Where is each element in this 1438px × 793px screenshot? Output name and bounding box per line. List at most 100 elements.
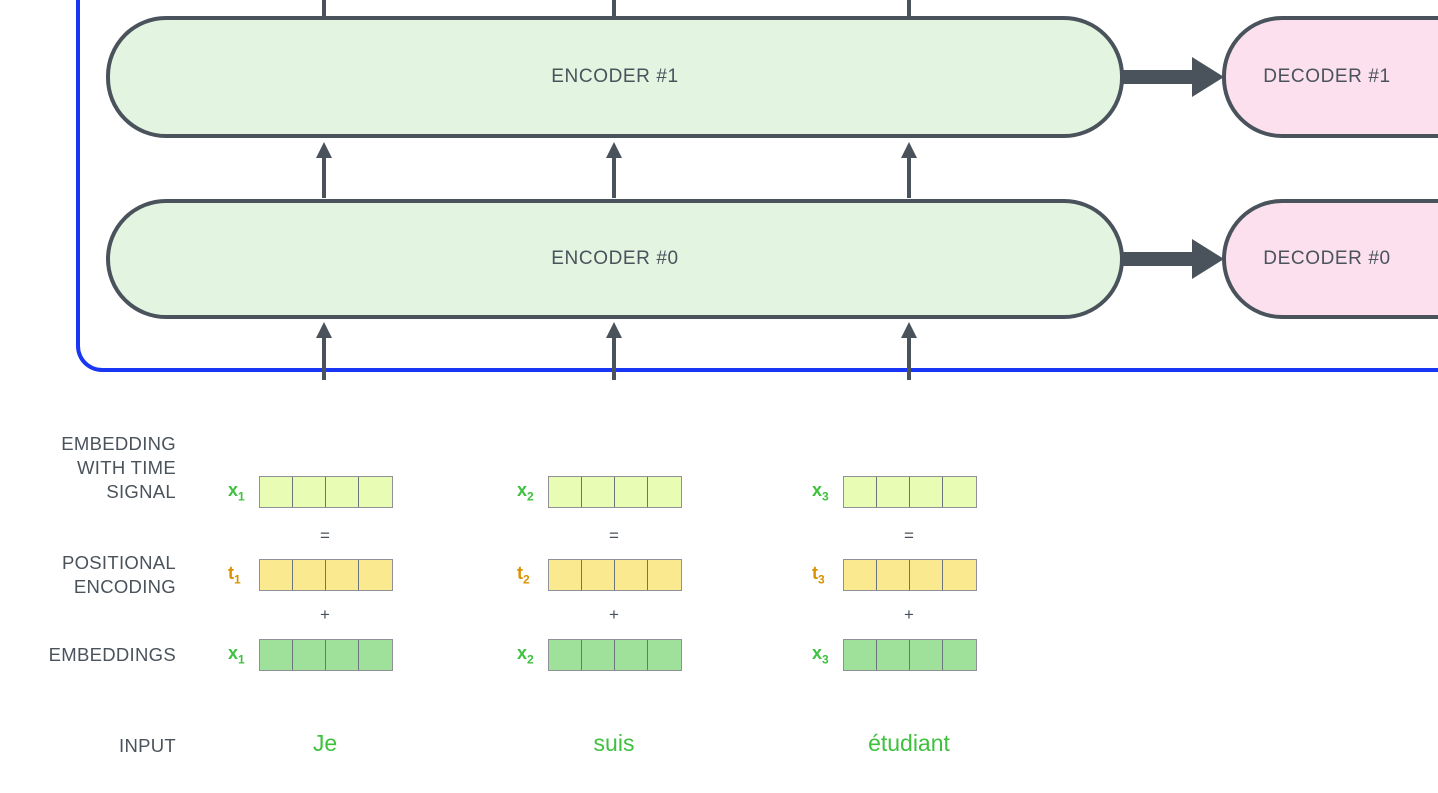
vector-time-signal-2 (548, 476, 682, 508)
vector-tag-index: 1 (238, 489, 245, 504)
vector-embeddings-3 (843, 639, 977, 671)
embedding-to-encoder0-arrow-1 (316, 322, 332, 380)
vector-tag-index: 1 (234, 572, 241, 587)
row-label-line-3: SIGNAL (106, 481, 176, 502)
vector-tag-letter: t (228, 563, 234, 583)
vector-embeddings-2 (548, 639, 682, 671)
vector-tag-time-signal-2: x2 (517, 480, 534, 504)
vector-tag-letter: x (228, 480, 239, 500)
vector-tag-positional-3: t3 (812, 563, 825, 587)
vector-tag-letter: x (812, 480, 823, 500)
input-word-3: étudiant (868, 730, 950, 756)
vector-cell (943, 477, 976, 507)
vector-cell (648, 560, 681, 590)
vector-tag-index: 3 (822, 652, 829, 667)
encoder-block-0-label: ENCODER #0 (551, 248, 679, 269)
vector-cell (582, 560, 615, 590)
row-label-line-1: EMBEDDING (61, 433, 176, 454)
vector-cell (910, 477, 943, 507)
vector-tag-letter: x (228, 643, 239, 663)
vector-tag-positional-2: t2 (517, 563, 530, 587)
encoder-stack-bracket (76, 0, 1438, 372)
vector-tag-index: 2 (523, 572, 530, 587)
vector-cell (326, 477, 359, 507)
encoder0-to-decoder0-arrow (1122, 239, 1224, 279)
row-label-embeddings: EMBEDDINGS (0, 643, 176, 667)
vector-tag-index: 3 (818, 572, 825, 587)
vector-cell (326, 640, 359, 670)
plus-operator-1: + (320, 605, 330, 624)
vector-cell (648, 640, 681, 670)
vector-time-signal-3 (843, 476, 977, 508)
vector-tag-index: 3 (822, 489, 829, 504)
vector-cell (844, 560, 877, 590)
vector-cell (582, 477, 615, 507)
row-label-positional-encoding: POSITIONAL ENCODING (0, 551, 176, 599)
vector-cell (293, 477, 326, 507)
vector-cell (877, 560, 910, 590)
vector-cell (910, 560, 943, 590)
encoder-block-0[interactable]: ENCODER #0 (106, 199, 1124, 319)
vector-cell (615, 640, 648, 670)
vector-cell (326, 560, 359, 590)
vector-cell (615, 560, 648, 590)
vector-cell (943, 560, 976, 590)
vector-cell (877, 640, 910, 670)
vector-cell (615, 477, 648, 507)
vector-tag-time-signal-1: x1 (228, 480, 245, 504)
vector-tag-index: 1 (238, 652, 245, 667)
vector-cell (648, 477, 681, 507)
vector-tag-letter: x (812, 643, 823, 663)
vector-embeddings-1 (259, 639, 393, 671)
vector-cell (293, 560, 326, 590)
vector-cell (293, 640, 326, 670)
row-label-input: INPUT (119, 735, 176, 756)
plus-operator-3: + (904, 605, 914, 624)
vector-tag-time-signal-3: x3 (812, 480, 829, 504)
decoder-block-1[interactable]: DECODER #1 (1222, 16, 1438, 138)
vector-cell (844, 477, 877, 507)
decoder-block-0[interactable]: DECODER #0 (1222, 199, 1438, 319)
vector-cell (359, 640, 392, 670)
vector-cell (549, 477, 582, 507)
vector-cell (910, 640, 943, 670)
vector-positional-2 (548, 559, 682, 591)
vector-tag-embeddings-1: x1 (228, 643, 245, 667)
decoder-block-0-label: DECODER #0 (1263, 248, 1391, 269)
vector-cell (549, 560, 582, 590)
equals-operator-3: = (904, 526, 914, 545)
vector-cell (549, 640, 582, 670)
plus-operator-2: + (609, 605, 619, 624)
encoder-block-1-label: ENCODER #1 (551, 66, 679, 87)
vector-cell (260, 640, 293, 670)
vector-cell (943, 640, 976, 670)
row-label-line-1: POSITIONAL (61, 552, 176, 573)
decoder-block-1-label: DECODER #1 (1263, 66, 1391, 87)
vector-positional-3 (843, 559, 977, 591)
encoder1-top-stub-2 (612, 0, 616, 18)
vector-time-signal-1 (259, 476, 393, 508)
vector-cell (260, 560, 293, 590)
equals-operator-2: = (609, 526, 619, 545)
row-label-line-2: WITH TIME (77, 457, 176, 478)
vector-tag-index: 2 (527, 652, 534, 667)
row-label-line-1: EMBEDDINGS (48, 644, 176, 665)
vector-positional-1 (259, 559, 393, 591)
row-label-embedding-with-time-signal: EMBEDDING WITH TIME SIGNAL (0, 432, 176, 504)
vector-tag-embeddings-2: x2 (517, 643, 534, 667)
embedding-to-encoder0-arrow-3 (901, 322, 917, 380)
vector-tag-letter: t (517, 563, 523, 583)
vector-cell (359, 477, 392, 507)
equals-operator-1: = (320, 526, 330, 545)
input-word-2: suis (593, 730, 635, 756)
encoder0-to-encoder1-arrow-2 (606, 142, 622, 198)
vector-tag-letter: x (517, 643, 528, 663)
vector-tag-letter: x (517, 480, 528, 500)
vector-cell (582, 640, 615, 670)
encoder1-to-decoder1-arrow (1122, 57, 1224, 97)
encoder-block-1[interactable]: ENCODER #1 (106, 16, 1124, 138)
input-word-1: Je (312, 730, 338, 756)
embedding-to-encoder0-arrow-2 (606, 322, 622, 380)
vector-cell (359, 560, 392, 590)
